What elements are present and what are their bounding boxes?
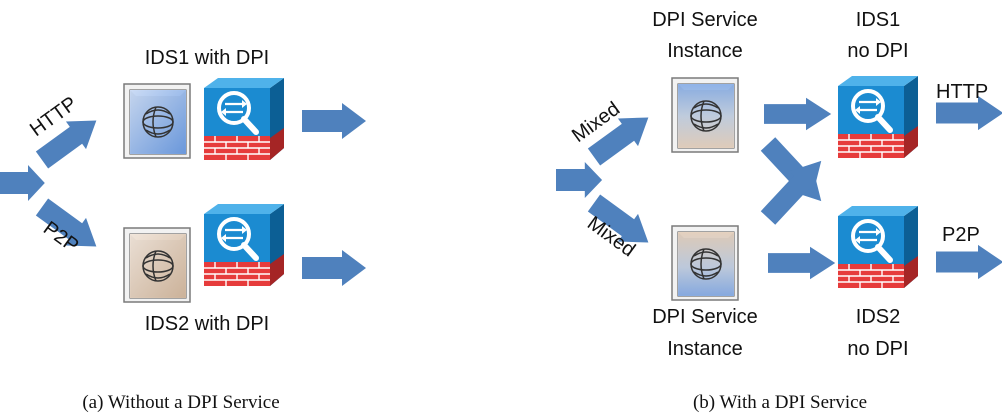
panel-a-ids2-output-arrow <box>302 250 366 286</box>
panel-b-dpi-top-label-line1: DPI Service <box>652 9 758 31</box>
panel-a-ids1-output-arrow <box>302 103 366 139</box>
panel-b-dpi-bottom-to-ids2-arrow <box>768 246 836 280</box>
panel-b-ids2-label-line2: no DPI <box>847 338 908 360</box>
panel-b-p2p-out-label: P2P <box>942 224 980 246</box>
panel-a: HTTP P2P IDS1 with DPI <box>0 47 366 413</box>
dpi-engine-icon <box>123 83 191 159</box>
panel-b-caption: (b) With a DPI Service <box>693 392 867 413</box>
panel-a-input-arrow <box>0 165 45 201</box>
panel-b-dpi-top-to-ids1-arrow <box>764 97 832 131</box>
panel-b: Mixed Mixed DPI Service Instance <box>556 9 1002 413</box>
panel-a-ids1-label: IDS1 with DPI <box>145 47 269 69</box>
panel-b-http-out-label: HTTP <box>936 81 988 103</box>
ids-firewall-icon <box>838 76 918 158</box>
panel-b-dpi-top-label-line2: Instance <box>667 40 743 62</box>
dpi-engine-icon <box>671 77 739 153</box>
panel-b-ids1-label-line2: no DPI <box>847 40 908 62</box>
panel-a-caption: (a) Without a DPI Service <box>82 392 279 413</box>
panel-b-ids1-label-line1: IDS1 <box>856 9 900 31</box>
panel-b-dpi-bottom-label-line1: DPI Service <box>652 306 758 328</box>
ids-firewall-icon <box>204 204 284 286</box>
ids-firewall-icon <box>204 78 284 160</box>
dpi-engine-icon <box>123 227 191 303</box>
ids-firewall-icon <box>838 206 918 288</box>
dpi-engine-icon <box>671 225 739 301</box>
panel-b-dpi-bottom-label-line2: Instance <box>667 338 743 360</box>
panel-b-input-arrow <box>556 162 603 198</box>
panel-b-ids2-output-arrow <box>936 244 1002 280</box>
panel-b-ids2-label-line1: IDS2 <box>856 306 900 328</box>
panel-a-ids2-label: IDS2 with DPI <box>145 313 269 335</box>
